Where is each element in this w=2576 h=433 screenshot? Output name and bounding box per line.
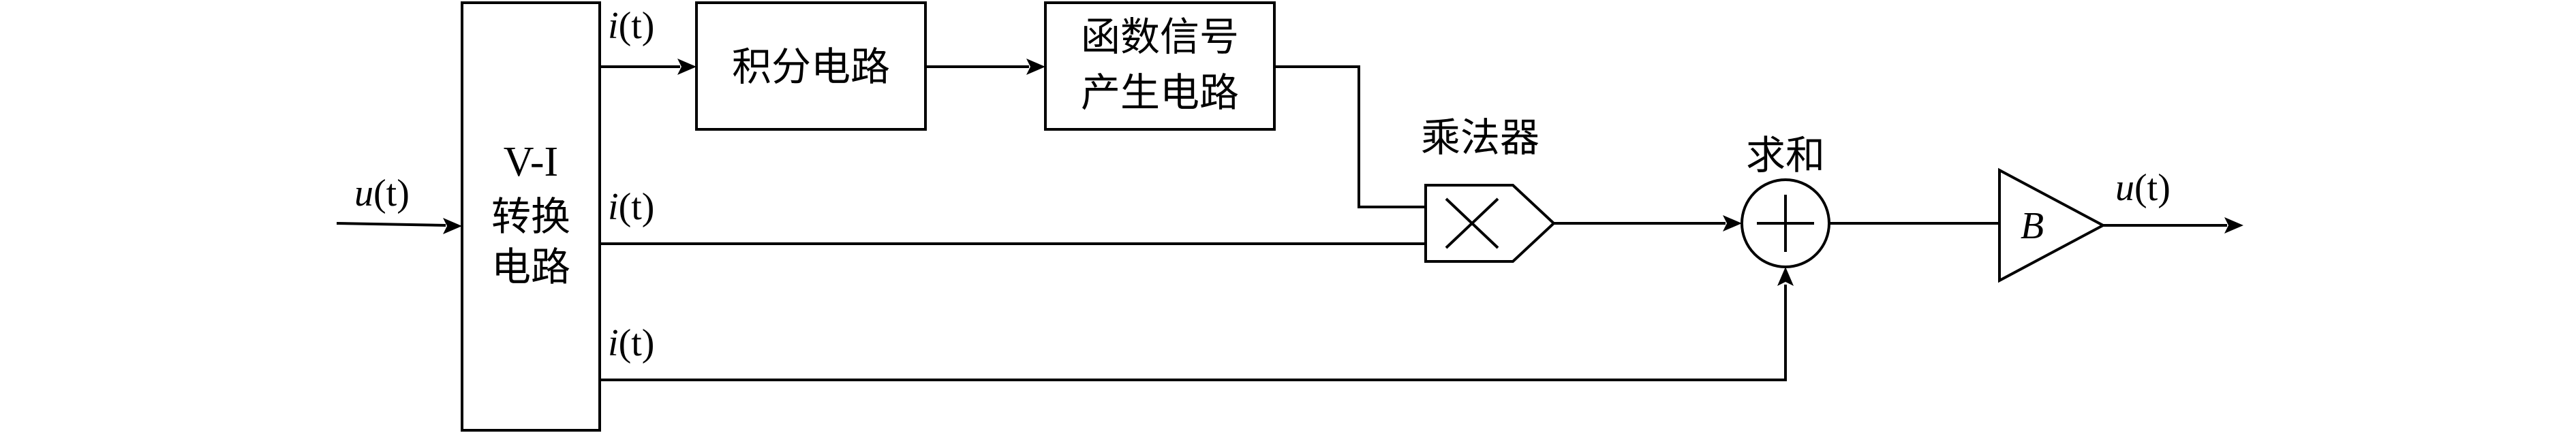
output-wire (2103, 217, 2243, 234)
wire-multiplier-to-summer (1554, 215, 1742, 231)
multiplier-label: 乘法器 (1421, 114, 1539, 161)
vi-converter-block (461, 1, 601, 432)
current-label-top: i(t) (608, 5, 654, 47)
current-label-bottom: i(t) (608, 322, 654, 364)
integrator-label: 积分电路 (732, 44, 890, 90)
function-generator-label-line1: 函数信号 (1081, 14, 1239, 60)
function-generator-label-line2: 产生电路 (1081, 69, 1239, 116)
amplifier-block (1998, 167, 2106, 283)
input-wire (336, 218, 462, 234)
wire-vi-to-integrator (600, 59, 696, 75)
multiplier-block (1424, 184, 1556, 263)
vi-converter-label-line3: 电路 (491, 244, 570, 290)
summer-label: 求和 (1746, 132, 1825, 178)
vi-converter-title: V-I (504, 139, 558, 185)
summing-junction (1741, 178, 1830, 268)
wire-vi-to-summer (600, 267, 1794, 381)
vi-converter-label-line2: 转换 (491, 193, 570, 240)
function-generator-block (1044, 1, 1276, 131)
input-signal-label: u(t) (354, 172, 410, 214)
output-signal-label: u(t) (2115, 167, 2171, 209)
wire-generator-to-multiplier (1274, 65, 1426, 208)
amplifier-gain-label: B (2021, 205, 2044, 247)
wire-integrator-to-generator (925, 59, 1045, 75)
integrator-block (695, 1, 927, 131)
current-label-middle: i(t) (608, 186, 654, 228)
